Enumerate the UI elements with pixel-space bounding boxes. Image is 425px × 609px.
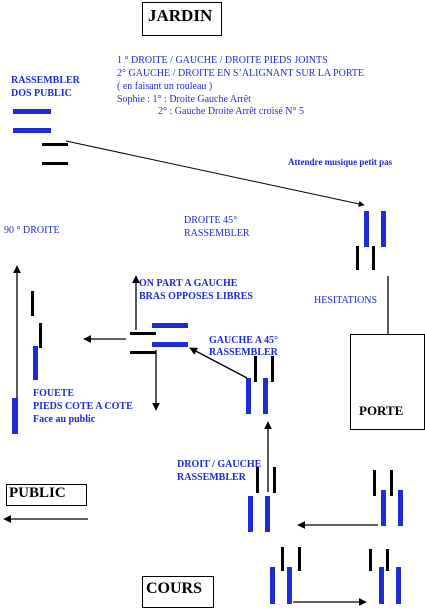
fouete-line3: Face au public bbox=[33, 414, 96, 425]
porte-box bbox=[350, 334, 425, 430]
porte-label: PORTE bbox=[359, 403, 404, 418]
feet-attendre bbox=[356, 211, 386, 270]
droite-45-line1: DROITE 45° bbox=[184, 215, 238, 226]
gauche-45-line1: GAUCHE A 45° bbox=[209, 335, 279, 346]
on-part-line2: BRAS OPPOSES LIBRES bbox=[139, 291, 253, 302]
fouete-line2: PIEDS COTE A COTE bbox=[33, 401, 133, 412]
jardin-label: JARDIN bbox=[148, 6, 213, 25]
feet-rassembler-dos-public bbox=[13, 109, 68, 165]
arrow-to-attendre bbox=[65, 140, 365, 207]
hesitations-label: HESITATIONS bbox=[314, 295, 378, 306]
feet-bottom-right bbox=[369, 549, 401, 604]
fouete-line1: FOUETE bbox=[33, 388, 75, 399]
instruction-2: 2° GAUCHE / DROITE EN S’ALIGNANT SUR LA … bbox=[117, 68, 365, 79]
droit-gauche-line2: RASSEMBLER bbox=[177, 472, 246, 483]
on-part-line1: ON PART A GAUCHE bbox=[139, 278, 238, 289]
feet-bottom-left bbox=[270, 547, 301, 604]
feet-bottom-right-upper bbox=[373, 470, 403, 526]
jardin-box bbox=[142, 2, 222, 36]
feet-fouete bbox=[12, 291, 42, 434]
arrow-to-center bbox=[189, 347, 248, 379]
instruction-3: ( en faisant un rouleau ) bbox=[117, 81, 213, 92]
droite-90-label: 90 ° DROITE bbox=[4, 225, 60, 236]
feet-center-pivot bbox=[130, 323, 188, 354]
rassembler-dos-public-line2: DOS PUBLIC bbox=[11, 88, 72, 99]
instruction-1: 1 ° DROITE / GAUCHE / DROITE PIEDS JOINT… bbox=[117, 55, 328, 66]
droit-gauche-line1: DROIT / GAUCHE bbox=[177, 459, 262, 470]
cours-label: COURS bbox=[146, 580, 203, 597]
cours-box bbox=[142, 576, 214, 608]
gauche-45-line2: RASSEMBLER bbox=[209, 347, 278, 358]
attendre-label: Attendre musique petit pas bbox=[288, 157, 393, 167]
instruction-4: Sophie : 1° : Droite Gauche Arrêt bbox=[117, 94, 251, 105]
rassembler-dos-public-line1: RASSEMBLER bbox=[11, 75, 80, 86]
instruction-5: 2° : Gauche Droite Arrêt croisé N° 5 bbox=[158, 106, 305, 117]
droite-45-line2: RASSEMBLER bbox=[184, 228, 250, 239]
feet-gauche-45 bbox=[246, 356, 274, 414]
public-label: PUBLIC bbox=[9, 485, 66, 501]
feet-droit-gauche bbox=[248, 467, 276, 532]
public-box bbox=[6, 484, 87, 506]
